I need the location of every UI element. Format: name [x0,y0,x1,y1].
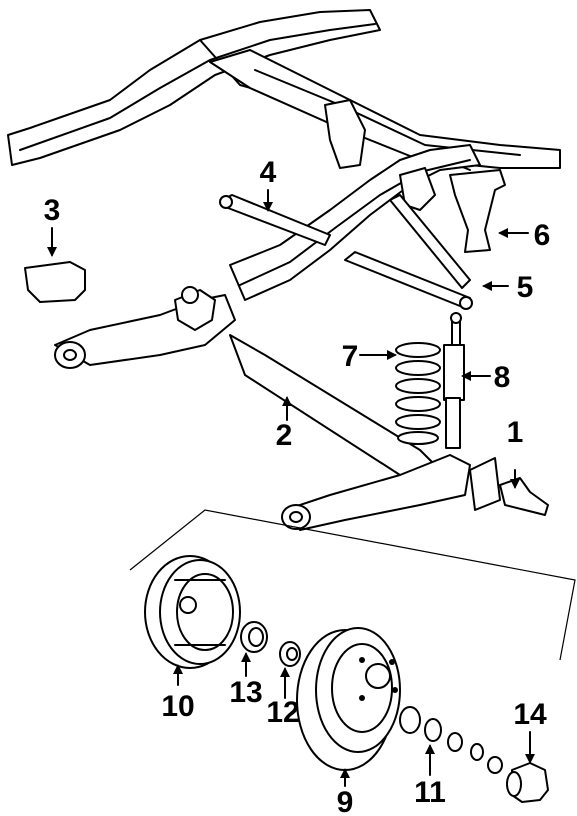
callout-14: 14 [513,698,547,731]
part-2-rear-axle-assembly [54,286,501,531]
part-11-outer-bearing [399,706,503,774]
part-9-brake-drum [296,627,401,771]
callout-7: 7 [342,340,359,373]
callout-10: 10 [161,690,194,723]
callout-11: 11 [414,776,446,809]
callout-2: 2 [276,419,293,452]
part-1-spindle [499,477,549,516]
part-4-upper-control-arm [219,194,331,246]
callout-5: 5 [517,271,534,304]
exploded-view-outline [129,509,576,661]
callout-13: 13 [229,676,262,709]
callout-3: 3 [44,194,61,227]
part-13-seal [240,621,268,653]
callout-9: 9 [337,786,354,816]
callout-6: 6 [534,219,551,252]
callout-1: 1 [507,416,524,449]
part-5-lower-control-arm [344,194,473,310]
part-6-bracket [449,169,506,253]
part-3-mount [24,261,86,303]
part-12-inner-bearing [279,641,301,667]
part-7-coil-spring [395,342,441,445]
leader-arrows [47,189,535,787]
frame-rails [7,9,561,301]
callout-8: 8 [494,361,511,394]
part-10-brake-backing-plate [144,555,241,669]
part-14-dust-cap [506,762,549,803]
callout-12: 12 [266,696,299,729]
part-8-shock-absorber [443,312,465,449]
callout-4: 4 [260,156,277,189]
